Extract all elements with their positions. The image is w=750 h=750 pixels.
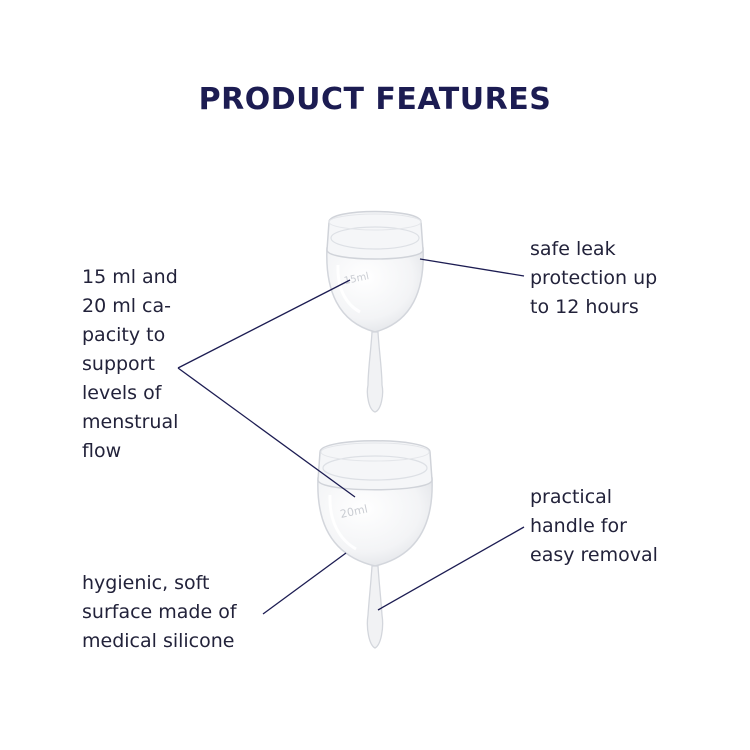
small-cup: 15ml — [326, 210, 424, 413]
leader-line-capacity-small — [177, 279, 351, 369]
leader-line-surface — [262, 552, 347, 615]
surface-callout: hygienic, soft surface made of medical s… — [82, 572, 237, 652]
leader-line-capacity-large — [177, 367, 356, 498]
leak-protection-callout: safe leak protection up to 12 hours — [530, 238, 658, 318]
large-cup: 20ml — [317, 440, 433, 649]
handle-callout: practical handle for easy removal — [530, 486, 658, 566]
large-cup-mark: 20ml — [339, 502, 369, 520]
small-cup-mark: 15ml — [343, 271, 370, 287]
capacity-callout: 15 ml and 20 ml ca- pacity to support le… — [82, 266, 179, 462]
page-title: PRODUCT FEATURES — [198, 82, 552, 117]
leader-line-leak — [419, 258, 525, 277]
leader-line-handle — [377, 526, 525, 611]
